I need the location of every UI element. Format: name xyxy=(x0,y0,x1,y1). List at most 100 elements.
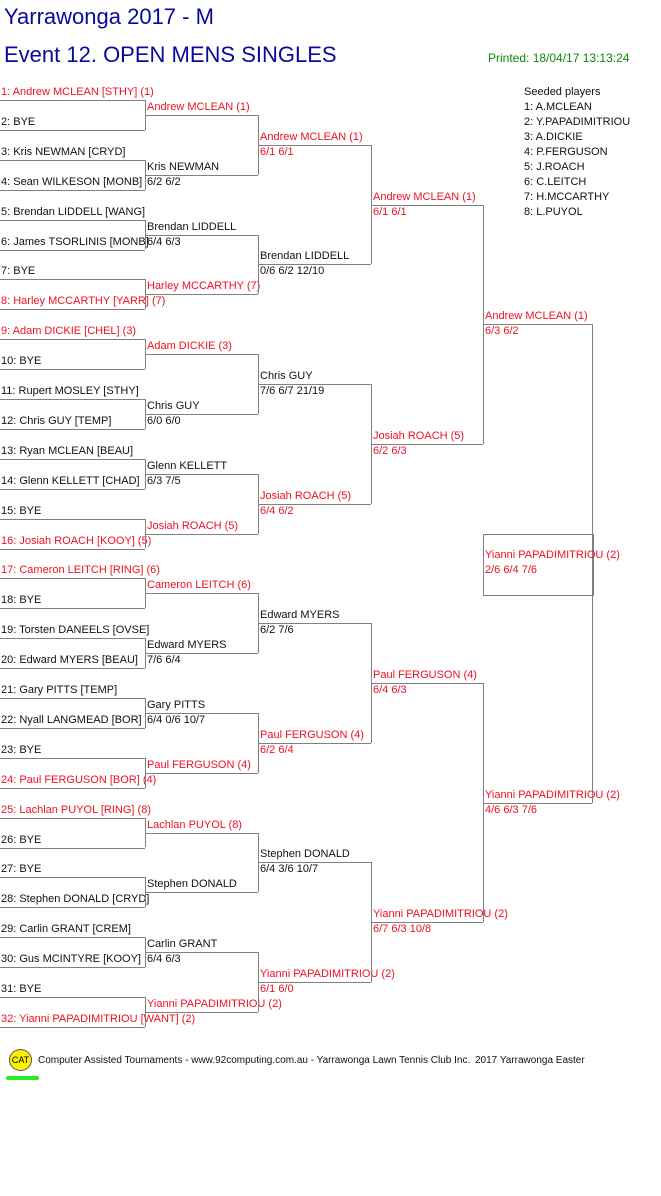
draw-entry: 1: Andrew MCLEAN [STHY] (1) xyxy=(1,86,154,98)
bracket-connector xyxy=(145,159,146,190)
match-score: 6/4 3/6 10/7 xyxy=(260,863,319,876)
bracket-line xyxy=(0,787,145,789)
bracket-line xyxy=(145,892,258,894)
footer-tournament: 2017 Yarrawonga Easter xyxy=(475,1055,585,1066)
bracket-line xyxy=(0,458,145,460)
bracket-line xyxy=(145,234,258,236)
match-score: 4/6 6/3 7/6 xyxy=(485,803,537,816)
match-score: 6/1 6/0 xyxy=(260,983,294,996)
match-winner: Cameron LEITCH (6) xyxy=(147,579,251,592)
match-score: 0/6 6/2 12/10 xyxy=(260,265,325,278)
bracket-line xyxy=(145,1011,258,1013)
draw-entry: 32: Yianni PAPADIMITRIOU [WANT] (2) xyxy=(1,1012,196,1025)
bracket-line xyxy=(0,608,145,610)
final-box xyxy=(483,534,594,596)
bracket-line xyxy=(0,399,145,400)
match-score: 6/1 6/1 xyxy=(260,145,294,158)
match-score: 6/3 6/2 xyxy=(485,325,519,338)
bracket-line xyxy=(145,653,258,655)
final-score: 2/6 6/4 7/6 xyxy=(485,564,537,576)
match-score: 6/2 6/2 xyxy=(147,175,181,188)
match-winner: Brendan LIDDELL xyxy=(260,250,350,263)
bracket-line xyxy=(0,339,145,341)
draw-entry: 12: Chris GUY [TEMP] xyxy=(1,414,112,427)
seeded-player: 3: A.DICKIE xyxy=(524,131,583,143)
bracket-connector xyxy=(145,638,146,669)
bracket-connector xyxy=(258,593,259,654)
seeded-players-heading: Seeded players xyxy=(524,86,601,98)
bracket-connector xyxy=(483,204,484,444)
bracket-line xyxy=(0,727,145,729)
match-score: 6/2 7/6 xyxy=(260,624,294,637)
bracket-line xyxy=(258,982,371,984)
draw-entry: 27: BYE xyxy=(1,863,42,876)
bracket-line xyxy=(258,742,371,744)
match-winner: Yianni PAPADIMITRIOU (2) xyxy=(147,997,282,1010)
draw-entry: 28: Stephen DONALD [CRYD] xyxy=(1,893,150,906)
printed-timestamp: Printed: 18/04/17 13:13:24 xyxy=(488,51,630,65)
bracket-line xyxy=(0,548,145,550)
match-score: 6/2 6/3 xyxy=(373,444,407,457)
match-winner: Yianni PAPADIMITRIOU (2) xyxy=(485,788,620,801)
bracket-line xyxy=(0,488,145,490)
seeded-player: 8: L.PUYOL xyxy=(524,206,583,218)
seeded-player: 6: C.LEITCH xyxy=(524,176,587,188)
bracket-line xyxy=(0,937,145,939)
bracket-connector xyxy=(145,219,146,250)
bracket-line xyxy=(0,100,145,101)
bracket-line xyxy=(0,668,145,670)
bracket-connector xyxy=(145,279,146,310)
match-winner: Paul FERGUSON (4) xyxy=(147,758,251,771)
bracket-line xyxy=(145,413,258,415)
draw-entry: 4: Sean WILKESON [MONB] xyxy=(1,175,143,188)
match-winner: Stephen DONALD xyxy=(260,848,350,861)
bracket-connector xyxy=(145,817,146,848)
draw-entry: 20: Edward MYERS [BEAU] xyxy=(1,654,138,667)
seeded-player: 7: H.MCCARTHY xyxy=(524,191,610,203)
bracket-line xyxy=(0,279,145,281)
event-title: Event 12. OPEN MENS SINGLES xyxy=(4,42,337,67)
match-score: 6/4 6/2 xyxy=(260,504,294,517)
match-winner: Andrew MCLEAN (1) xyxy=(485,310,588,323)
bracket-connector xyxy=(258,952,259,1012)
draw-entry: 15: BYE xyxy=(1,504,42,517)
match-winner: Chris GUY xyxy=(147,399,200,412)
draw-entry: 2: BYE xyxy=(1,115,36,128)
seeded-player: 5: J.ROACH xyxy=(524,161,585,173)
bracket-connector xyxy=(258,354,259,414)
draw-entry: 13: Ryan MCLEAN [BEAU] xyxy=(1,444,134,457)
match-winner: Adam DICKIE (3) xyxy=(147,340,232,353)
draw-entry: 25: Lachlan PUYOL [RING] (8) xyxy=(1,803,151,816)
draw-entry: 3: Kris NEWMAN [CRYD] xyxy=(1,145,126,158)
draw-entry: 14: Glenn KELLETT [CHAD] xyxy=(1,474,140,487)
draw-entry: 16: Josiah ROACH [KOOY] (5) xyxy=(1,534,152,547)
bracket-line xyxy=(371,922,483,924)
bracket-line xyxy=(371,204,483,206)
match-winner: Glenn KELLETT xyxy=(147,459,228,472)
footer-credit: Computer Assisted Tournaments - www.92co… xyxy=(38,1055,471,1066)
match-winner: Lachlan PUYOL (8) xyxy=(147,818,242,831)
match-score: 6/2 6/4 xyxy=(260,743,294,756)
bracket-line xyxy=(0,967,145,969)
bracket-line xyxy=(145,712,258,714)
bracket-line xyxy=(0,309,145,311)
draw-entry: 22: Nyall LANGMEAD [BOR] xyxy=(1,713,142,726)
bracket-line xyxy=(371,443,483,445)
bracket-line xyxy=(0,847,145,849)
champion-name: Yianni PAPADIMITRIOU (2) xyxy=(485,549,620,561)
bracket-line xyxy=(0,578,145,580)
bracket-line xyxy=(0,877,145,879)
match-score: 6/4 6/3 xyxy=(147,953,181,966)
bracket-line xyxy=(258,623,371,625)
match-score: 6/4 6/3 xyxy=(147,235,181,248)
match-winner: Andrew MCLEAN (1) xyxy=(260,130,363,143)
match-winner: Yianni PAPADIMITRIOU (2) xyxy=(373,908,508,921)
seeded-player: 1: A.MCLEAN xyxy=(524,101,592,113)
bracket-line xyxy=(145,832,258,834)
match-score: 6/4 0/6 10/7 xyxy=(147,713,206,726)
draw-entry: 19: Torsten DANEELS [OVSE] xyxy=(1,624,150,637)
bracket-connector xyxy=(258,712,259,773)
draw-entry: 11: Rupert MOSLEY [STHY] xyxy=(1,385,139,397)
bracket-line xyxy=(0,757,145,759)
match-score: 6/4 6/3 xyxy=(373,684,407,697)
